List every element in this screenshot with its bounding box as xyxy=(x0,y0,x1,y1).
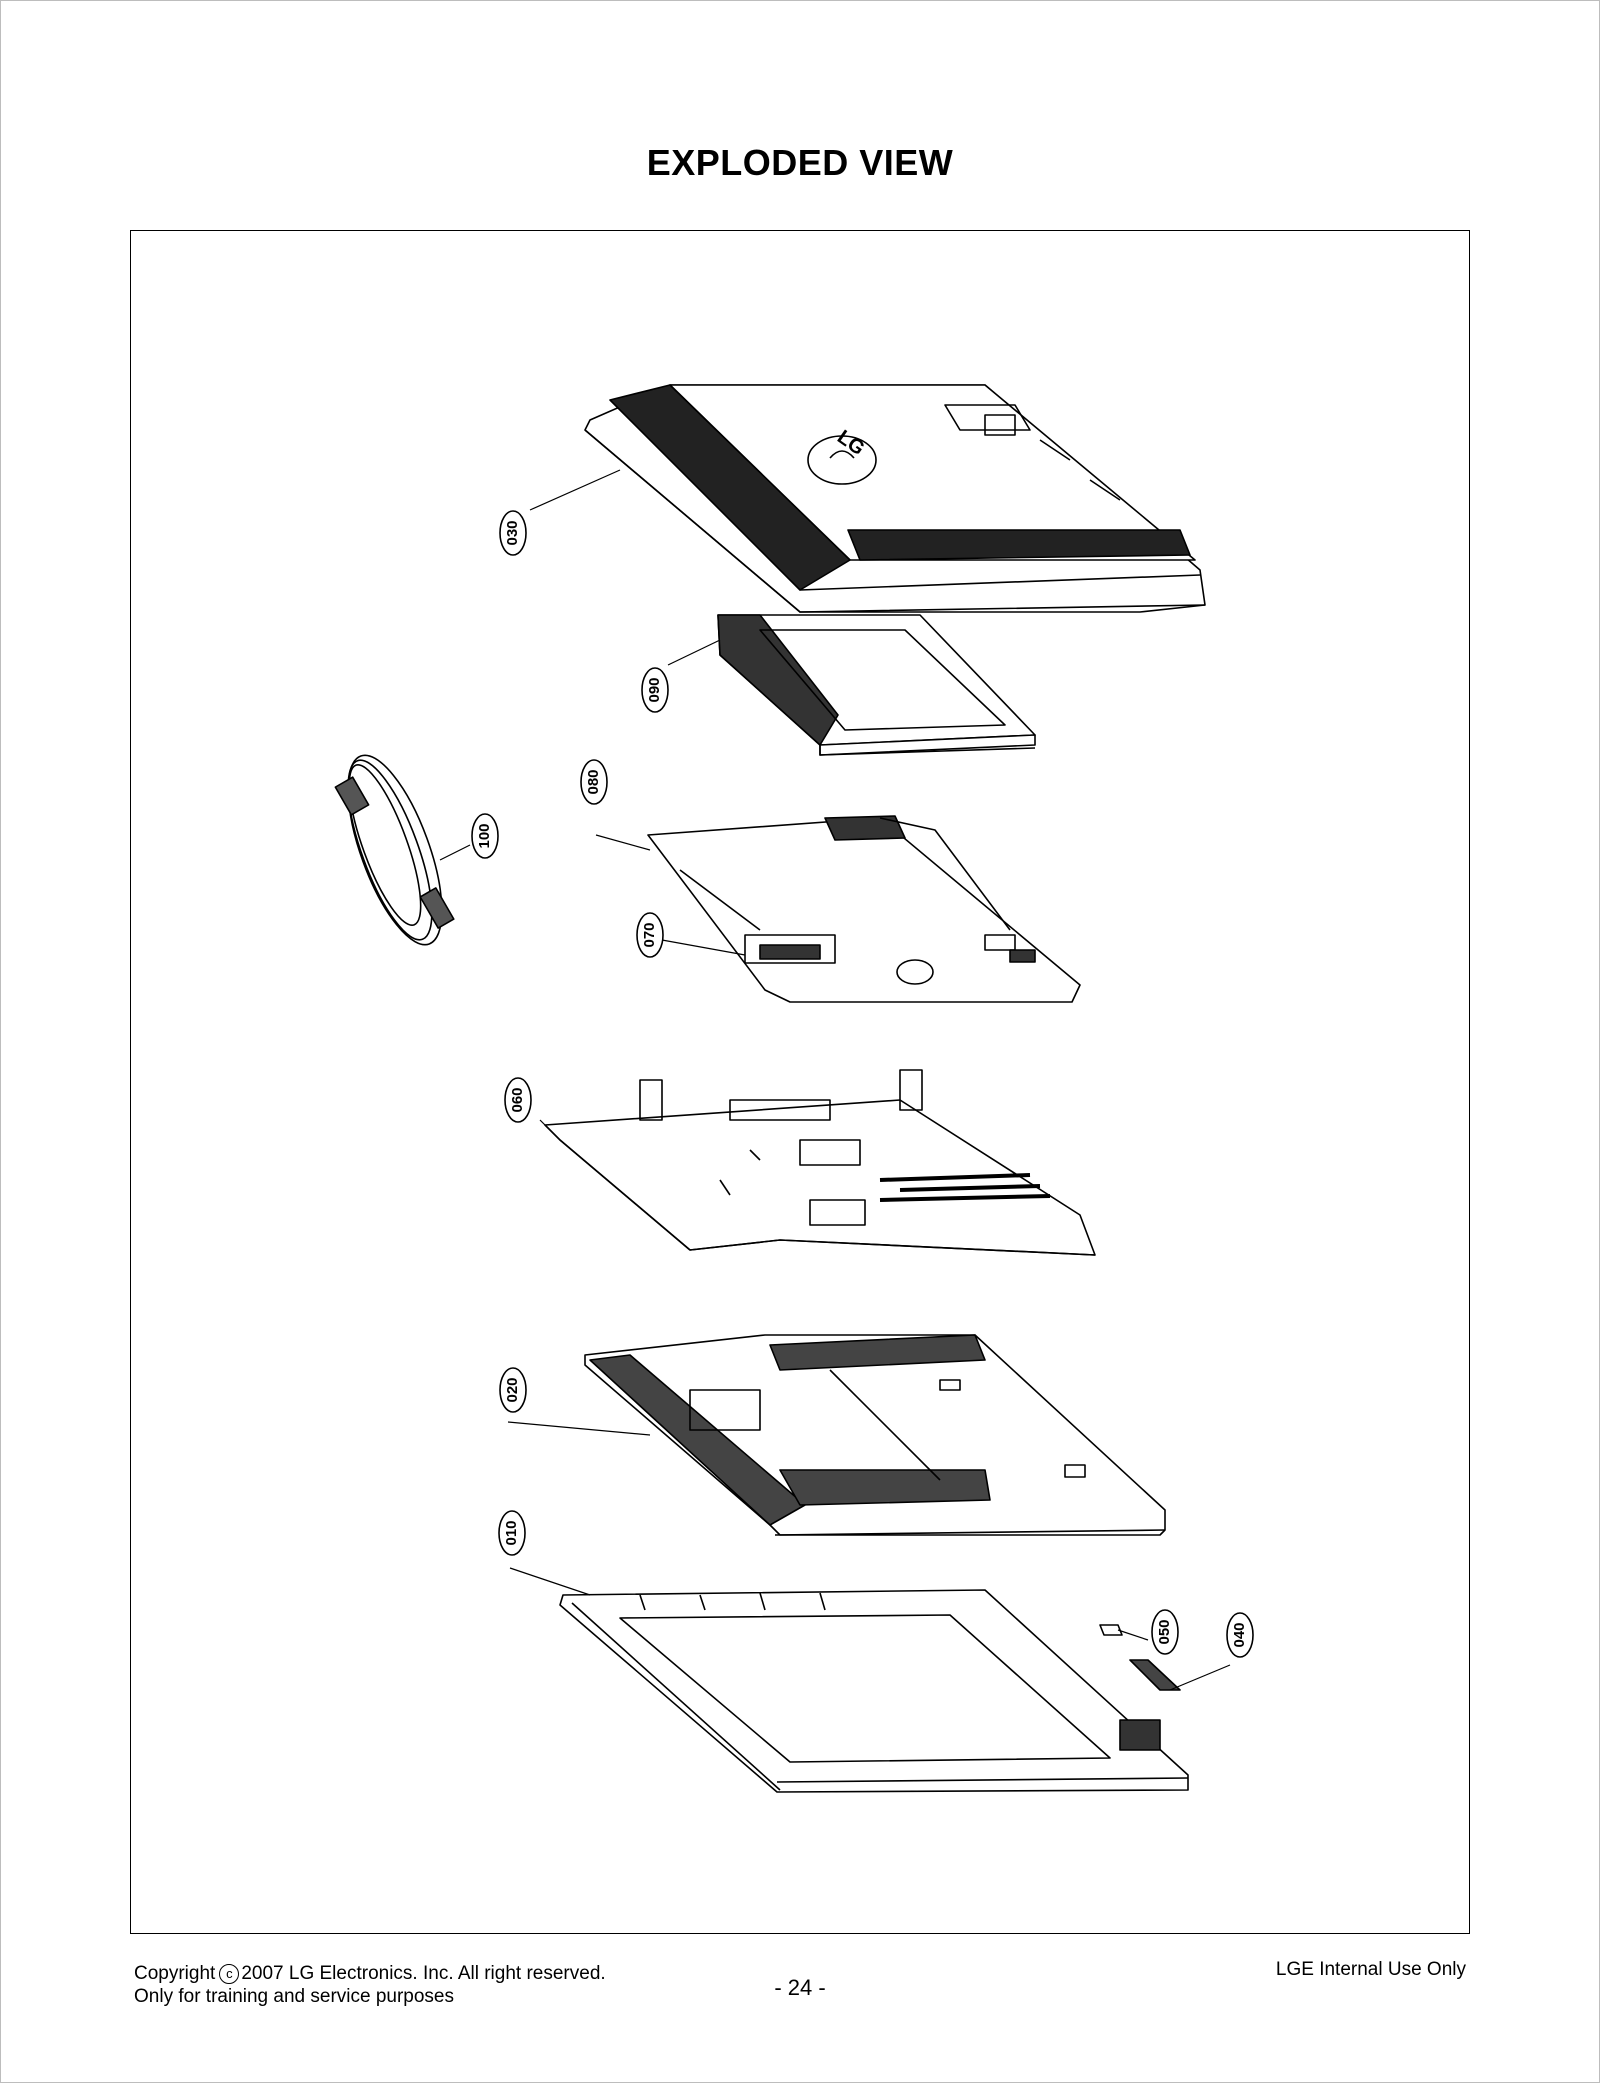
part-050-small-bracket xyxy=(1099,1624,1123,1636)
part-060-chassis-bracket xyxy=(544,1069,1096,1256)
callout-050: 050 xyxy=(1117,1609,1179,1655)
part-020-panel-module xyxy=(584,1334,1166,1536)
callout-020: 020 xyxy=(499,1367,651,1436)
svg-text:050: 050 xyxy=(1156,1619,1173,1644)
part-030-back-cover: LG xyxy=(584,384,1206,613)
purpose-line: Only for training and service purposes xyxy=(134,1986,454,2007)
svg-text:010: 010 xyxy=(503,1520,520,1545)
copyright-symbol: c xyxy=(219,1964,240,1984)
callout-070: 070 xyxy=(636,912,746,958)
svg-text:060: 060 xyxy=(509,1087,526,1112)
drawing-frame xyxy=(130,230,1470,1934)
callout-100: 100 xyxy=(439,813,499,861)
part-100-power-cord xyxy=(334,754,455,946)
callout-080: 080 xyxy=(580,759,651,851)
page-title: EXPLODED VIEW xyxy=(646,142,954,183)
part-080-070-main-board xyxy=(647,815,1081,1003)
svg-text:090: 090 xyxy=(646,677,663,702)
svg-text:070: 070 xyxy=(641,922,658,947)
callout-060: 060 xyxy=(504,1077,561,1141)
part-090-shield-box xyxy=(717,614,1036,756)
callout-090: 090 xyxy=(641,639,721,713)
footer-internal-notice: LGE Internal Use Only xyxy=(1275,1959,1466,1980)
copyright-text: 2007 LG Electronics. Inc. All right rese… xyxy=(241,1963,606,1984)
part-010-front-frame xyxy=(559,1589,1189,1793)
svg-text:040: 040 xyxy=(1231,1622,1248,1647)
callout-010: 010 xyxy=(498,1510,591,1596)
part-040-ir-window xyxy=(1129,1659,1181,1691)
callout-040: 040 xyxy=(1169,1612,1254,1691)
svg-text:080: 080 xyxy=(585,769,602,794)
svg-text:100: 100 xyxy=(476,823,493,848)
svg-text:020: 020 xyxy=(504,1377,521,1402)
callout-030: 030 xyxy=(499,469,621,556)
page-number: - 24 - xyxy=(774,1975,826,2000)
copyright-prefix: Copyright xyxy=(134,1963,216,1984)
svg-text:030: 030 xyxy=(504,520,521,545)
